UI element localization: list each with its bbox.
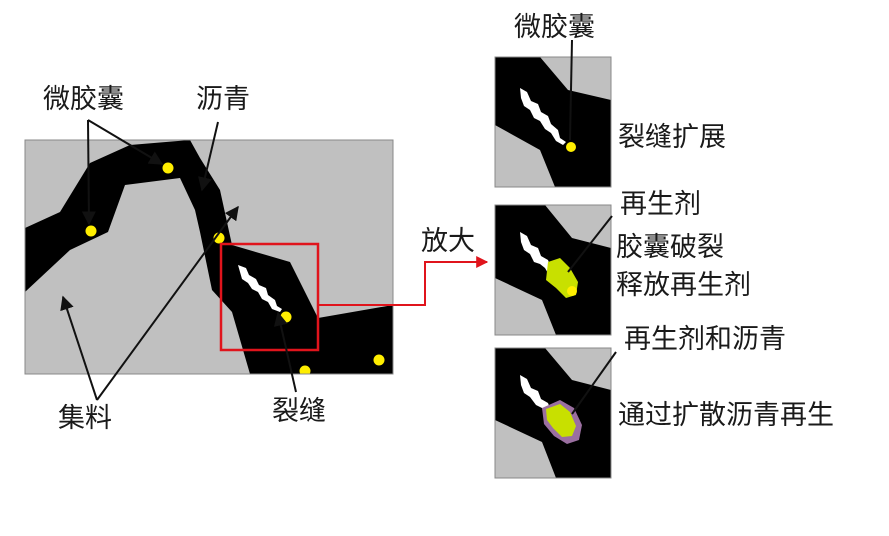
arrow-regen-asphalt — [571, 351, 617, 415]
panel-diffusion — [494, 347, 617, 479]
main-panel — [24, 139, 394, 375]
label-regen-asphalt: 再生剂和沥青 — [624, 324, 786, 355]
panel-crack-extend — [494, 39, 612, 188]
annotation-arrows — [60, 119, 297, 401]
arrow-microcapsule-2 — [81, 119, 96, 226]
microcapsule — [299, 365, 311, 374]
label-asphalt: 沥青 — [196, 84, 250, 115]
label-regenerant: 再生剂 — [620, 189, 701, 220]
microcapsule — [85, 225, 97, 237]
arrow-microcapsule-top — [569, 39, 573, 141]
arrow-aggregate-2 — [96, 205, 239, 401]
arrow-aggregate-1 — [60, 295, 98, 401]
arrow-crack — [273, 311, 297, 393]
label-crack: 裂缝 — [272, 396, 326, 427]
regenerant-mix — [546, 404, 576, 437]
microcapsule — [280, 311, 292, 323]
main-panel-border — [24, 139, 394, 375]
label-diffuse-regen: 通过扩散沥青再生 — [618, 400, 834, 431]
asphalt-binder — [25, 140, 393, 374]
label-enlarge: 放大 — [421, 226, 475, 257]
microcapsule — [566, 142, 576, 152]
zoom-highlight-box — [219, 242, 320, 352]
panel-capsule-break — [494, 204, 613, 336]
label-crack-extend: 裂缝扩展 — [618, 122, 726, 153]
label-microcapsule-left: 微胶囊 — [43, 84, 124, 115]
zoom-connector-arrow — [318, 256, 489, 306]
label-capsule-break-1: 胶囊破裂 — [616, 232, 724, 263]
arrow-regenerant — [567, 215, 613, 273]
microcapsule — [162, 162, 174, 174]
label-microcapsule-top: 微胶囊 — [514, 12, 595, 43]
label-aggregate: 集料 — [58, 403, 112, 434]
label-capsule-break-2: 释放再生剂 — [616, 270, 751, 301]
arrow-asphalt — [198, 121, 219, 192]
labels: 微胶囊 沥青 集料 裂缝 放大 微胶囊 裂缝扩展 再生剂 胶囊破裂 释放再生剂 … — [43, 12, 834, 434]
crack — [238, 265, 282, 312]
microcapsule — [373, 354, 385, 366]
arrow-microcapsule-1 — [87, 119, 164, 165]
